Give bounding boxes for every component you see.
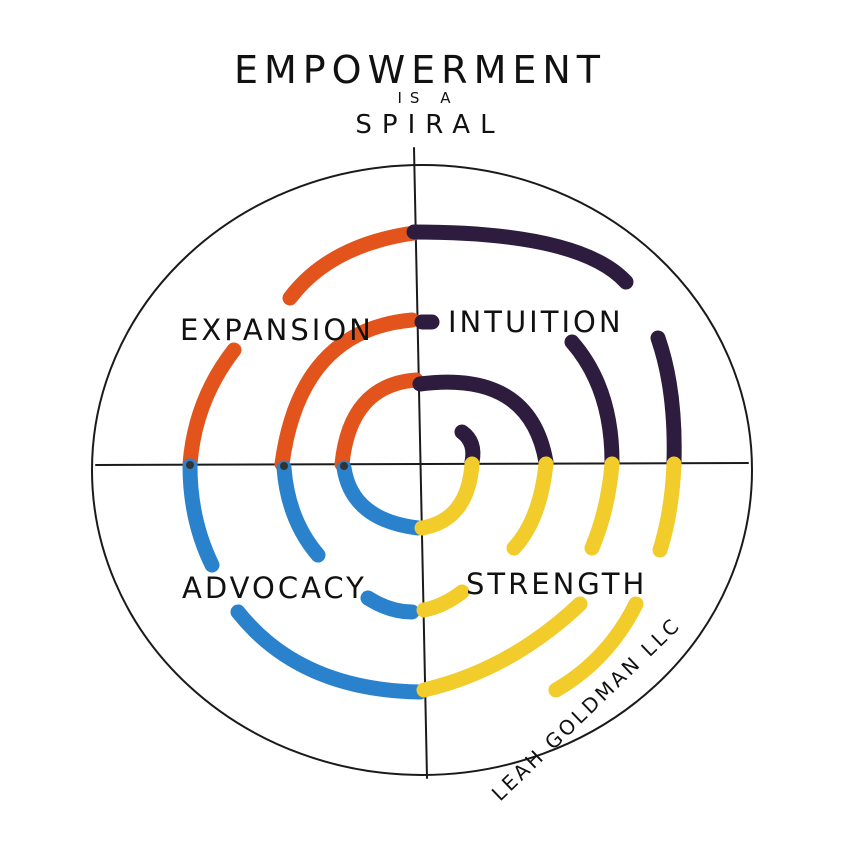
outer-circle — [91, 164, 753, 776]
strength-arc-outer-lower — [548, 596, 644, 698]
intuition-arc-outer — [406, 224, 634, 290]
expansion-arc-inner — [334, 372, 424, 472]
axis-dot-2 — [280, 462, 288, 470]
title-line-1: EMPOWERMENT — [234, 48, 606, 92]
expansion-arc-outer-lower — [182, 342, 242, 472]
intuition-arcs — [406, 224, 682, 470]
label-expansion: EXPANSION — [180, 313, 374, 347]
strength-arc-center — [414, 456, 480, 536]
axis-dot-3 — [340, 462, 348, 470]
intuition-arc-right-middle — [564, 334, 620, 470]
intuition-arc-right-outer — [650, 330, 682, 470]
label-advocacy: ADVOCACY — [182, 571, 367, 605]
strength-arc-inner-lower — [416, 584, 470, 618]
advocacy-arc-outer-lower — [230, 604, 428, 700]
strength-arc-middle — [584, 456, 620, 556]
label-intuition: INTUITION — [448, 305, 624, 339]
advocacy-arcs — [182, 458, 428, 700]
title-line-2: IS A — [398, 89, 459, 107]
advocacy-arc-middle — [276, 460, 326, 563]
advocacy-arc-outer — [182, 458, 220, 573]
strength-arc-inner — [506, 456, 554, 556]
expansion-arcs — [182, 225, 424, 472]
signature: LEAH GOLDMAN LLC — [487, 612, 686, 805]
intuition-arc-inner — [412, 374, 554, 470]
advocacy-arc-middle-lower — [360, 590, 420, 620]
horizontal-axis — [95, 462, 749, 466]
expansion-arc-outer — [282, 225, 422, 306]
expansion-arc-middle — [274, 312, 420, 472]
label-strength: STRENGTH — [466, 567, 647, 601]
title-line-3: SPIRAL — [355, 110, 504, 140]
strength-arcs — [414, 456, 682, 698]
strength-arc-middle-lower — [416, 596, 588, 698]
advocacy-arc-inner — [336, 460, 426, 536]
axis-dot-1 — [186, 461, 194, 469]
strength-arc-outer — [652, 456, 682, 558]
vertical-axis — [413, 147, 428, 779]
